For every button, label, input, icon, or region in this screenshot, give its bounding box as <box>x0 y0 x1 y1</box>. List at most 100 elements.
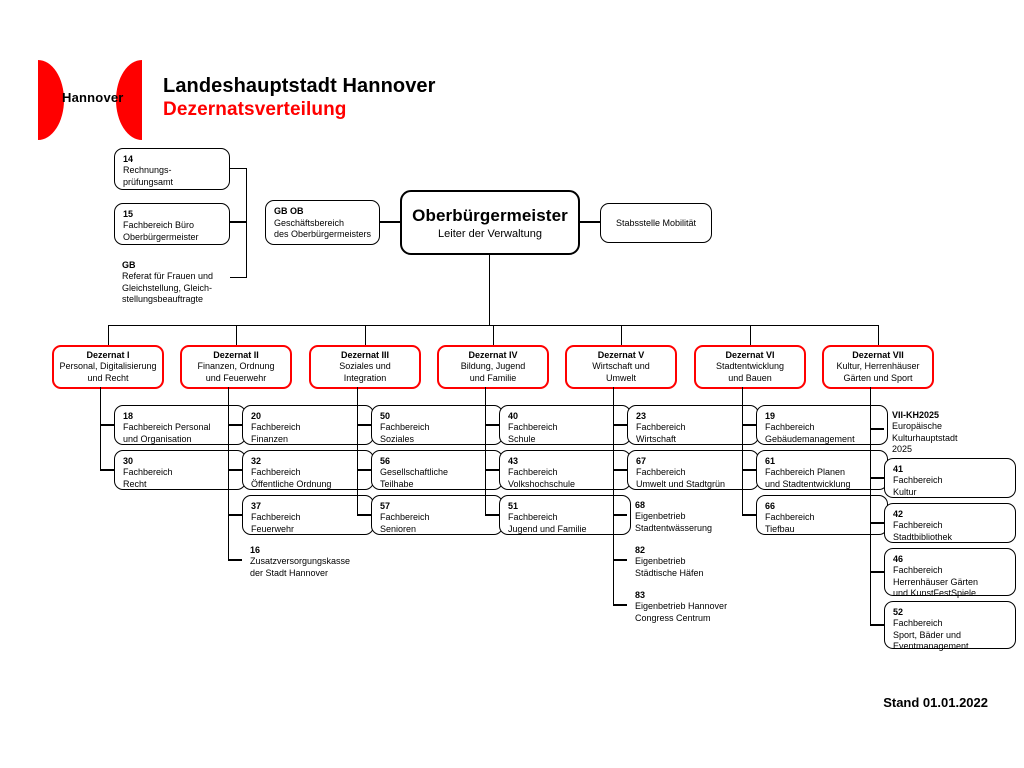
connector-line <box>750 325 751 345</box>
org-node-box[interactable]: 61Fachbereich Planenund Stadtentwicklung <box>756 450 888 490</box>
org-node-box[interactable]: 57FachbereichSenioren <box>371 495 503 535</box>
dezernat-box-5[interactable]: Dezernat VWirtschaft undUmwelt <box>565 345 677 389</box>
org-node-oberbuergermeister[interactable]: OberbürgermeisterLeiter der Verwaltung <box>400 190 580 255</box>
node-code: 61 <box>765 456 880 467</box>
node-desc-line: Fachbereich Personal <box>123 422 238 433</box>
node-desc-line: Fachbereich <box>508 422 623 433</box>
node-code: 66 <box>765 501 880 512</box>
mayor-subtitle: Leiter der Verwaltung <box>438 228 542 240</box>
connector-line <box>380 221 400 222</box>
org-node-box[interactable]: 67FachbereichUmwelt und Stadtgrün <box>627 450 759 490</box>
dezernat-title: Dezernat V <box>598 350 645 361</box>
node-desc-line: 2025 <box>892 444 1009 455</box>
node-desc-line: Fachbereich <box>636 422 751 433</box>
org-node-box[interactable]: 32FachbereichÖffentliche Ordnung <box>242 450 374 490</box>
org-node-box[interactable]: 19FachbereichGebäudemanagement <box>756 405 888 445</box>
org-node-box[interactable]: 23FachbereichWirtschaft <box>627 405 759 445</box>
logo-crescent-left-icon <box>38 60 64 140</box>
connector-line <box>621 325 622 345</box>
node-code: 82 <box>635 545 752 556</box>
dezernat-subtitle-line: Soziales und <box>339 361 391 372</box>
dezernat-box-6[interactable]: Dezernat VIStadtentwicklungund Bauen <box>694 345 806 389</box>
dezernat-subtitle-line: Stadtentwicklung <box>716 361 784 372</box>
node-desc-line: Volkshochschule <box>508 479 623 490</box>
dezernat-box-2[interactable]: Dezernat IIFinanzen, Ordnungund Feuerweh… <box>180 345 292 389</box>
node-desc-line: Fachbereich <box>380 422 495 433</box>
dezernat-box-3[interactable]: Dezernat IIISoziales undIntegration <box>309 345 421 389</box>
org-node-plain[interactable]: 83Eigenbetrieb HannoverCongress Centrum <box>627 585 759 625</box>
connector-line <box>228 514 242 515</box>
org-node-box[interactable]: 42FachbereichStadtbibliothek <box>884 503 1016 543</box>
connector-line <box>485 387 486 515</box>
dezernat-subtitle-line: Kultur, Herrenhäuser <box>836 361 919 372</box>
org-node-plain[interactable]: 16Zusatzversorgungskasseder Stadt Hannov… <box>242 540 374 580</box>
org-node-box[interactable]: 51FachbereichJugend und Familie <box>499 495 631 535</box>
node-desc-line: Gleichstellung, Gleich- <box>122 283 237 294</box>
node-desc-line: Fachbereich <box>508 467 623 478</box>
org-node-box[interactable]: 18Fachbereich Personalund Organisation <box>114 405 246 445</box>
node-desc-line: Gebäudemanagement <box>765 434 880 445</box>
node-desc-line: der Stadt Hannover <box>250 568 367 579</box>
node-desc-line: Gesellschaftliche <box>380 467 495 478</box>
node-code: 23 <box>636 411 751 422</box>
org-node-box[interactable]: 20FachbereichFinanzen <box>242 405 374 445</box>
org-node-box[interactable]: 41FachbereichKultur <box>884 458 1016 498</box>
dezernat-box-1[interactable]: Dezernat IPersonal, Digitalisierungund R… <box>52 345 164 389</box>
org-node-gb-ob[interactable]: GB OBGeschäftsbereichdes Oberbürgermeist… <box>265 200 380 245</box>
connector-line <box>613 604 627 605</box>
node-desc-line: und Organisation <box>123 434 238 445</box>
hannover-logo: Hannover <box>38 60 142 140</box>
org-node-box[interactable]: 43FachbereichVolkshochschule <box>499 450 631 490</box>
node-desc-line: prüfungsamt <box>123 177 222 188</box>
org-node-box[interactable]: 56GesellschaftlicheTeilhabe <box>371 450 503 490</box>
node-code: 56 <box>380 456 495 467</box>
org-node-box[interactable]: 46FachbereichHerrenhäuser Gärtenund Kuns… <box>884 548 1016 596</box>
connector-line <box>613 387 614 605</box>
node-code: 32 <box>251 456 366 467</box>
dezernat-box-4[interactable]: Dezernat IVBildung, Jugendund Familie <box>437 345 549 389</box>
node-code: 68 <box>635 500 752 511</box>
org-node-box[interactable]: 52FachbereichSport, Bäder undEventmanage… <box>884 601 1016 649</box>
connector-line <box>100 469 114 470</box>
page-title: Landeshauptstadt Hannover <box>163 75 436 98</box>
org-node-plain[interactable]: 68EigenbetriebStadtentwässerung <box>627 495 759 535</box>
node-desc-line: stellungsbeauftragte <box>122 294 237 305</box>
connector-line <box>357 469 371 470</box>
org-node-box[interactable]: 14Rechnungs-prüfungsamt <box>114 148 230 190</box>
connector-line <box>108 325 109 345</box>
org-node-stabsstelle-mobilitaet[interactable]: Stabsstelle Mobilität <box>600 203 712 243</box>
node-code: 43 <box>508 456 623 467</box>
node-desc-line: Fachbereich <box>123 467 238 478</box>
org-node-plain[interactable]: 82EigenbetriebStädtische Häfen <box>627 540 759 580</box>
node-code: 52 <box>893 607 1008 618</box>
org-node-plain[interactable]: GBReferat für Frauen undGleichstellung, … <box>114 255 244 309</box>
node-desc-line: und Stadtentwicklung <box>765 479 880 490</box>
dezernat-box-7[interactable]: Dezernat VIIKultur, HerrenhäuserGärten u… <box>822 345 934 389</box>
connector-line <box>485 514 499 515</box>
mayor-title: Oberbürgermeister <box>412 206 568 226</box>
connector-line <box>100 387 101 470</box>
org-node-plain[interactable]: VII-KH2025EuropäischeKulturhauptstadt202… <box>884 405 1016 453</box>
node-desc-line: Zusatzversorgungskasse <box>250 556 367 567</box>
dezernat-subtitle-line: Finanzen, Ordnung <box>197 361 274 372</box>
connector-line <box>357 514 371 515</box>
node-code: 67 <box>636 456 751 467</box>
connector-line <box>613 424 627 425</box>
connector-line <box>580 221 600 222</box>
dezernat-title: Dezernat III <box>341 350 389 361</box>
org-node-box[interactable]: 50FachbereichSoziales <box>371 405 503 445</box>
connector-line <box>228 469 242 470</box>
org-node-box[interactable]: 37FachbereichFeuerwehr <box>242 495 374 535</box>
node-desc-line: Eigenbetrieb <box>635 556 752 567</box>
dezernat-title: Dezernat VII <box>852 350 904 361</box>
node-code: GB OB <box>274 206 373 218</box>
node-desc-line: Finanzen <box>251 434 366 445</box>
org-node-box[interactable]: 30FachbereichRecht <box>114 450 246 490</box>
org-node-box[interactable]: 66FachbereichTiefbau <box>756 495 888 535</box>
node-desc-line: Städtische Häfen <box>635 568 752 579</box>
node-desc-line: Jugend und Familie <box>508 524 623 535</box>
node-code: 19 <box>765 411 880 422</box>
node-desc-line: Europäische <box>892 421 1009 432</box>
org-node-box[interactable]: 40FachbereichSchule <box>499 405 631 445</box>
org-node-box[interactable]: 15Fachbereich BüroOberbürgermeister <box>114 203 230 245</box>
